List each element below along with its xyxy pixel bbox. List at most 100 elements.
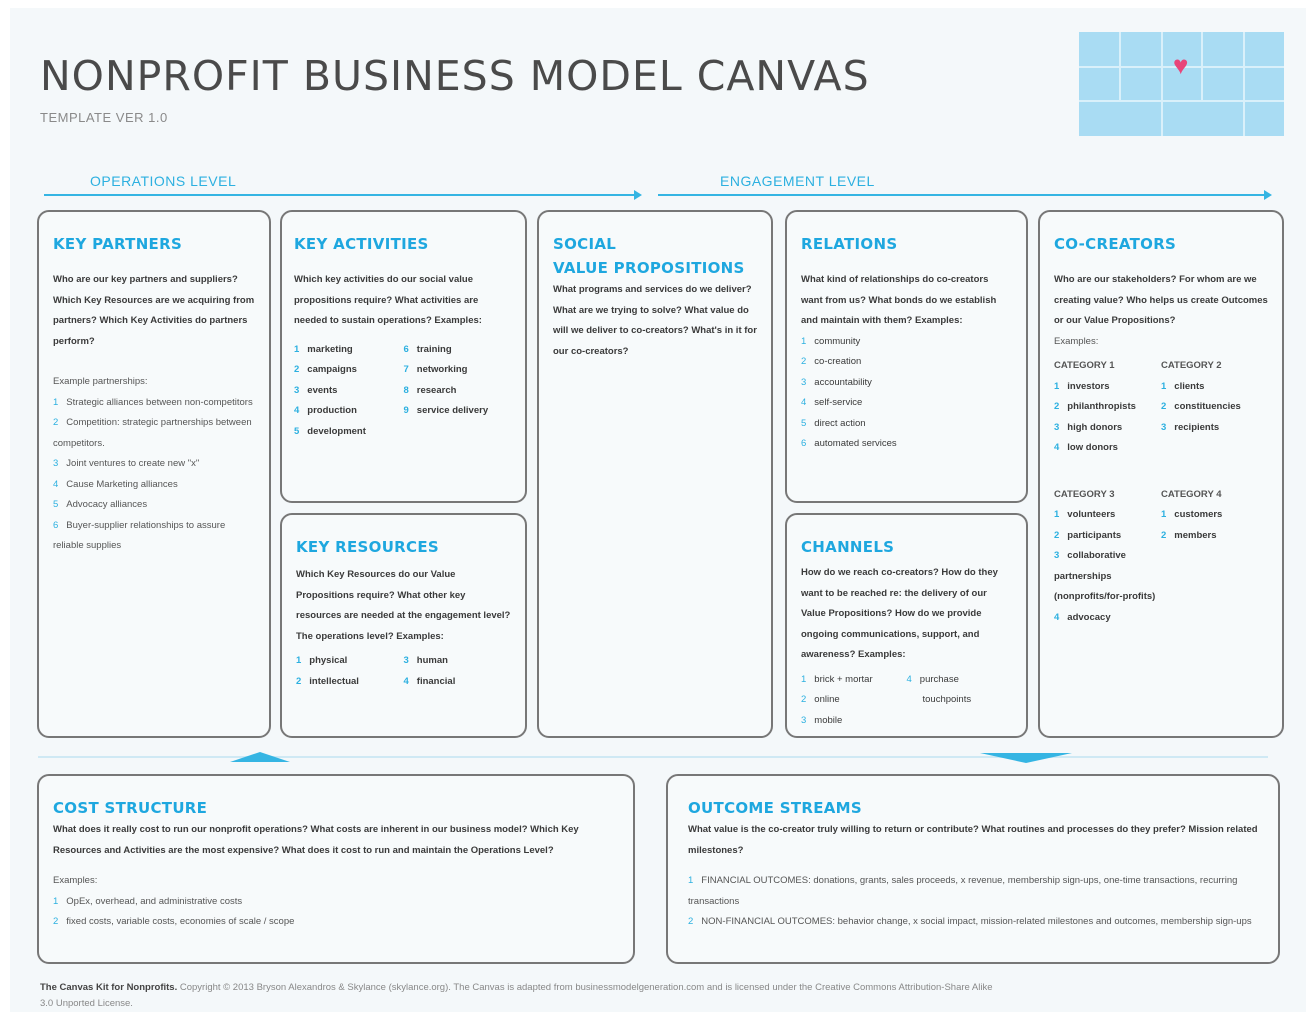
channels-title: CHANNELS — [801, 538, 895, 556]
key-activities-box: KEY ACTIVITIES Which key activities do o… — [280, 210, 527, 503]
value-propositions-title-line1: SOCIAL — [553, 235, 617, 253]
channels-box: CHANNELS How do we reach co-creators? Ho… — [785, 513, 1028, 738]
outcome-streams-question: What value is the co-creator truly willi… — [688, 824, 1258, 856]
key-partners-question: Who are our key partners and suppliers? … — [53, 274, 255, 347]
channels-question: How do we reach co-creators? How do they… — [801, 567, 998, 660]
cost-structure-question: What does it really cost to run our nonp… — [53, 824, 579, 856]
footer-credits: The Canvas Kit for Nonprofits. Copyright… — [40, 980, 1000, 1012]
operations-level-arrow — [44, 194, 636, 196]
value-propositions-box: SOCIAL VALUE PROPOSITIONS What programs … — [537, 210, 773, 738]
relations-box: RELATIONS What kind of relationships do … — [785, 210, 1028, 503]
key-resources-question: Which Key Resources do our Value Proposi… — [296, 569, 511, 642]
relations-question: What kind of relationships do co-creator… — [801, 274, 997, 326]
engagement-level-arrow — [658, 194, 1266, 196]
relations-title: RELATIONS — [801, 235, 898, 253]
arrow-right-icon — [1264, 190, 1272, 200]
key-partners-title: KEY PARTNERS — [53, 235, 183, 253]
key-resources-box: KEY RESOURCES Which Key Resources do our… — [280, 513, 527, 738]
cost-structure-examples-label: Examples: — [53, 875, 98, 886]
template-version: TEMPLATE VER 1.0 — [40, 110, 168, 125]
footer-text: Copyright © 2013 Bryson Alexandros & Sky… — [40, 982, 993, 1009]
heart-icon: ♥ — [1173, 50, 1189, 80]
key-partners-examples-label: Example partnerships: — [53, 376, 148, 387]
cost-structure-box: COST STRUCTURE What does it really cost … — [37, 774, 635, 964]
co-creators-box: CO-CREATORS Who are our stakeholders? Fo… — [1038, 210, 1284, 738]
co-creators-examples-label: Examples: — [1054, 335, 1099, 347]
key-activities-question: Which key activities do our social value… — [294, 274, 482, 326]
key-partners-box: KEY PARTNERS Who are our key partners an… — [37, 210, 271, 738]
value-propositions-question: What programs and services do we deliver… — [553, 284, 757, 357]
arrow-right-icon — [634, 190, 642, 200]
outcome-streams-title: OUTCOME STREAMS — [688, 799, 862, 817]
category-label: CATEGORY 2 — [1161, 360, 1222, 371]
list-item: touchpoints — [922, 694, 972, 705]
outcome-streams-box: OUTCOME STREAMS What value is the co-cre… — [666, 774, 1280, 964]
canvas-logo: ♥ — [1079, 32, 1284, 136]
co-creators-title: CO-CREATORS — [1054, 235, 1177, 253]
triangle-down-icon — [980, 753, 1072, 763]
operations-level-label: OPERATIONS LEVEL — [90, 173, 237, 189]
page-title: NONPROFIT BUSINESS MODEL CANVAS — [40, 52, 870, 100]
cost-structure-title: COST STRUCTURE — [53, 799, 208, 817]
key-activities-title: KEY ACTIVITIES — [294, 235, 429, 253]
category-label: CATEGORY 3 — [1054, 488, 1115, 500]
category-label: CATEGORY 1 — [1054, 360, 1115, 371]
engagement-level-label: ENGAGEMENT LEVEL — [720, 173, 875, 189]
key-resources-title: KEY RESOURCES — [296, 538, 439, 556]
category-label: CATEGORY 4 — [1161, 488, 1222, 500]
co-creators-question: Who are our stakeholders? For whom are w… — [1054, 274, 1268, 326]
footer-bold: The Canvas Kit for Nonprofits. — [40, 982, 178, 993]
section-divider — [38, 756, 1268, 758]
